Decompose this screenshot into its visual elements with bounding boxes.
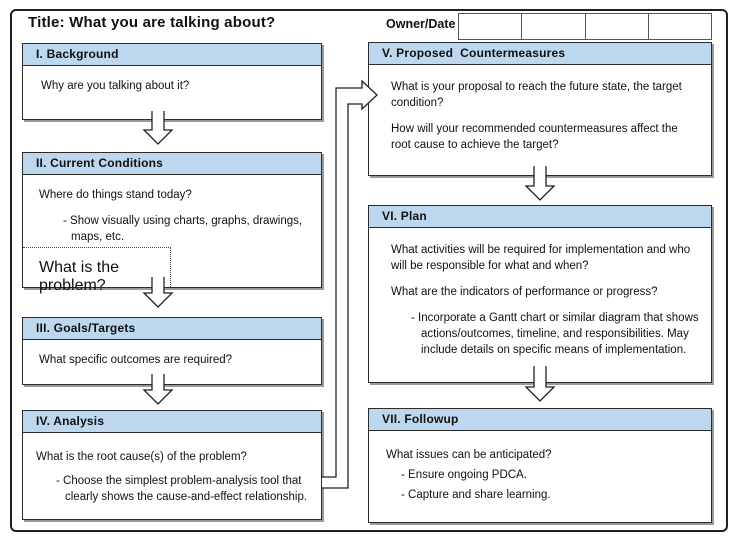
section-current-conditions: II. Current Conditions Where do things s… xyxy=(22,152,322,294)
section-goals-targets-header: III. Goals/Targets xyxy=(23,318,321,340)
plan-bullet: - Incorporate a Gantt chart or similar d… xyxy=(411,312,699,356)
section-followup: VII. Followup What issues can be anticip… xyxy=(368,408,712,523)
page-title: Title: What you are talking about? xyxy=(28,14,276,31)
problem-question: What is the problem? xyxy=(39,259,120,294)
background-question: Why are you talking about it? xyxy=(41,80,190,92)
section-goals-targets: III. Goals/Targets What specific outcome… xyxy=(22,317,322,385)
section-background: I. Background Why are you talking about … xyxy=(22,43,322,120)
current-question: Where do things stand today? xyxy=(39,189,192,201)
plan-question-2: What are the indicators of performance o… xyxy=(391,286,658,298)
followup-bullet-2: - Capture and share learning. xyxy=(401,489,551,501)
section-plan: VI. Plan What activities will be require… xyxy=(368,205,712,383)
analysis-question: What is the root cause(s) of the problem… xyxy=(36,451,247,463)
owner-date-cell xyxy=(522,14,586,39)
analysis-bullet: - Choose the simplest problem-analysis t… xyxy=(56,475,308,503)
problem-dotted-box: What is the problem? xyxy=(23,247,171,294)
owner-date-cell xyxy=(586,14,649,39)
section-followup-header: VII. Followup xyxy=(369,409,711,431)
followup-bullet-1: - Ensure ongoing PDCA. xyxy=(401,469,527,481)
section-background-header: I. Background xyxy=(23,44,321,66)
owner-date-cell xyxy=(459,14,523,39)
owner-date-table xyxy=(458,13,712,40)
followup-question: What issues can be anticipated? xyxy=(386,449,552,461)
countermeasures-question-1: What is your proposal to reach the futur… xyxy=(391,81,682,109)
goals-question: What specific outcomes are required? xyxy=(39,354,233,366)
section-analysis: IV. Analysis What is the root cause(s) o… xyxy=(22,410,322,520)
owner-date-cell xyxy=(649,14,711,39)
section-countermeasures: V. Proposed Countermeasures What is your… xyxy=(368,42,712,176)
current-bullet: - Show visually using charts, graphs, dr… xyxy=(63,215,303,243)
section-analysis-header: IV. Analysis xyxy=(23,411,321,433)
plan-question-1: What activities will be required for imp… xyxy=(391,244,691,272)
section-plan-header: VI. Plan xyxy=(369,206,711,228)
section-current-conditions-header: II. Current Conditions xyxy=(23,153,321,175)
countermeasures-question-2: How will your recommended countermeasure… xyxy=(391,123,678,151)
section-countermeasures-header: V. Proposed Countermeasures xyxy=(369,43,711,65)
owner-date-label: Owner/Date xyxy=(386,17,456,31)
